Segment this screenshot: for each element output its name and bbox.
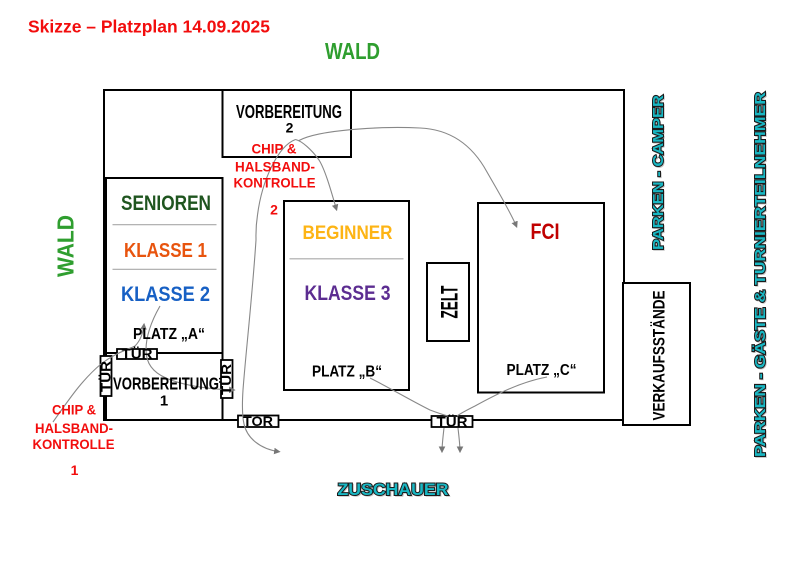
- svg-text:PARKEN - GÄSTE & TURNIERTEILNE: PARKEN - GÄSTE & TURNIERTEILNEHMER: [753, 93, 770, 458]
- svg-text:PLATZ „A“: PLATZ „A“: [133, 326, 205, 343]
- svg-text:TOR: TOR: [243, 413, 273, 429]
- svg-text:1: 1: [160, 393, 168, 410]
- svg-text:2: 2: [270, 202, 278, 218]
- svg-text:PLATZ „B“: PLATZ „B“: [312, 364, 382, 381]
- svg-text:KONTROLLE: KONTROLLE: [33, 436, 115, 452]
- svg-text:Skizze – Platzplan 14.09.2025: Skizze – Platzplan 14.09.2025: [28, 17, 270, 37]
- svg-text:TÜR: TÜR: [98, 361, 114, 392]
- svg-text:KLASSE 3: KLASSE 3: [305, 281, 391, 305]
- svg-text:PARKEN - CAMPER: PARKEN - CAMPER: [651, 96, 668, 251]
- svg-text:HALSBAND-: HALSBAND-: [35, 420, 113, 436]
- svg-text:KONTROLLE: KONTROLLE: [234, 175, 316, 191]
- svg-text:HALSBAND-: HALSBAND-: [235, 159, 315, 175]
- svg-text:TÜR: TÜR: [218, 364, 234, 395]
- svg-text:TÜR: TÜR: [122, 346, 153, 362]
- svg-text:PARKEN - CAMPER: PARKEN - CAMPER: [650, 95, 667, 250]
- svg-text:2: 2: [286, 120, 294, 136]
- svg-text:ZUSCHAUER: ZUSCHAUER: [339, 481, 450, 500]
- svg-text:VORBEREITUNG: VORBEREITUNG: [236, 102, 342, 122]
- svg-text:CHIP &: CHIP &: [52, 401, 96, 417]
- svg-text:SENIOREN: SENIOREN: [121, 192, 211, 215]
- svg-text:1: 1: [71, 462, 79, 478]
- svg-text:FCI: FCI: [531, 219, 560, 244]
- svg-text:BEGINNER: BEGINNER: [303, 223, 393, 244]
- svg-text:ZUSCHAUER: ZUSCHAUER: [338, 480, 449, 499]
- svg-text:PLATZ „C“: PLATZ „C“: [507, 362, 577, 379]
- svg-text:TÜR: TÜR: [437, 413, 468, 429]
- svg-text:KLASSE 1: KLASSE 1: [124, 240, 207, 262]
- svg-text:VERKAUFSSTÄNDE: VERKAUFSSTÄNDE: [650, 291, 669, 421]
- svg-text:KLASSE 2: KLASSE 2: [121, 282, 210, 306]
- svg-text:WALD: WALD: [53, 215, 79, 277]
- svg-text:ZELT: ZELT: [436, 285, 463, 318]
- svg-text:CHIP &: CHIP &: [252, 140, 297, 156]
- svg-text:PARKEN - GÄSTE & TURNIERTEILNE: PARKEN - GÄSTE & TURNIERTEILNEHMER: [752, 92, 769, 457]
- svg-text:WALD: WALD: [325, 38, 380, 64]
- svg-text:VORBEREITUNG: VORBEREITUNG: [113, 374, 219, 394]
